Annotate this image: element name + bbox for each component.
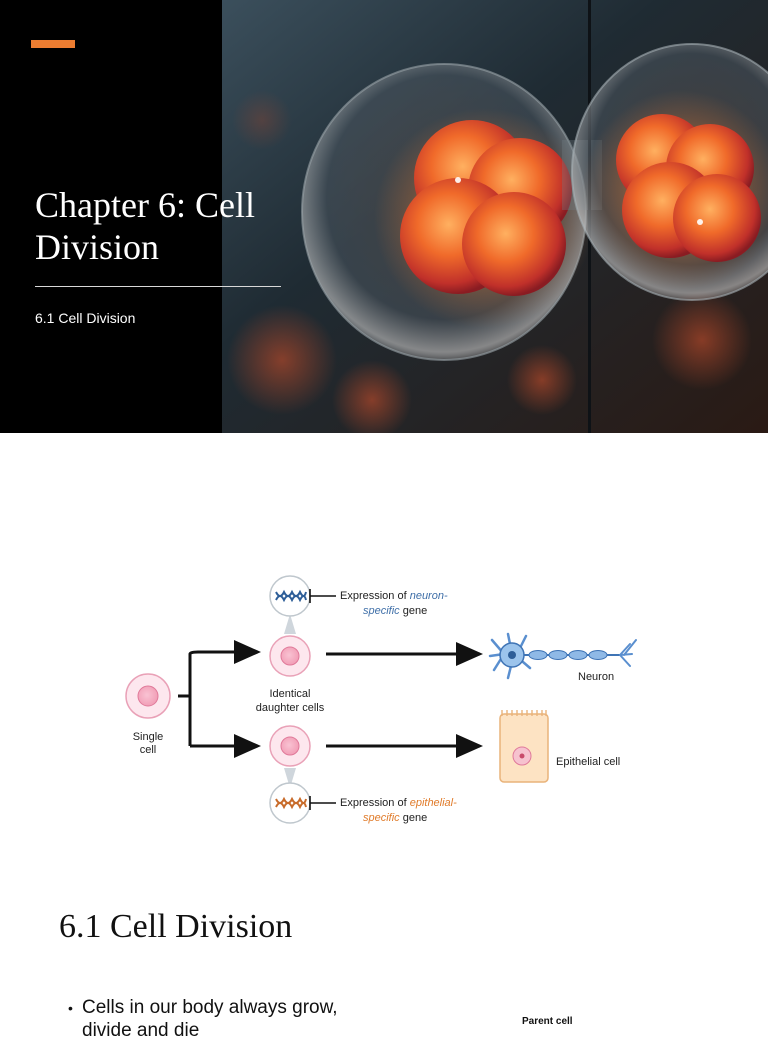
daughter-label-2: daughter cells [256,702,325,714]
neuron-icon [488,632,637,680]
accent-bar [31,40,75,48]
arrow-to-top-daughter [188,640,261,664]
section-heading: 6.1 Cell Division [59,908,293,945]
neuron-label: Neuron [578,671,614,683]
single-cell-icon [125,673,171,719]
bullet-dot-icon: • [68,1000,73,1016]
bullet-item: • Cells in our body always grow, [68,996,388,1020]
bottom-daughter-cell-icon [269,725,311,767]
title-divider [35,286,281,287]
dna-epithelial-icon [269,782,311,824]
slide-subtitle: 6.1 Cell Division [35,310,136,326]
expr-epi-line1: Expression of epithelial- [340,797,457,809]
dna-neuron-icon [269,575,311,617]
slide-title: Chapter 6: Cell Division [35,185,255,267]
epithelial-cell-icon [499,710,549,783]
daughter-label-1: Identical [270,688,311,700]
bullet-text: Cells in our body always grow, [82,997,338,1018]
cell-differentiation-diagram: Single cell Expression of neuron- specif… [112,570,652,830]
bullet-continuation: divide and die [82,1020,200,1041]
expr-epi-line2: specific gene [363,812,427,824]
single-cell-label-2: cell [140,744,157,756]
cell-division-photo [222,0,768,433]
top-daughter-cell-icon [269,635,311,677]
title-slide: Chapter 6: Cell Division 6.1 Cell Divisi… [0,0,768,433]
epithelial-label: Epithelial cell [556,756,620,768]
single-cell-label-1: Single [133,731,164,743]
figure-label: Parent cell [522,1016,573,1027]
expr-neuron-line2: specific gene [363,605,427,617]
expr-neuron-line1: Expression of neuron- [340,590,448,602]
